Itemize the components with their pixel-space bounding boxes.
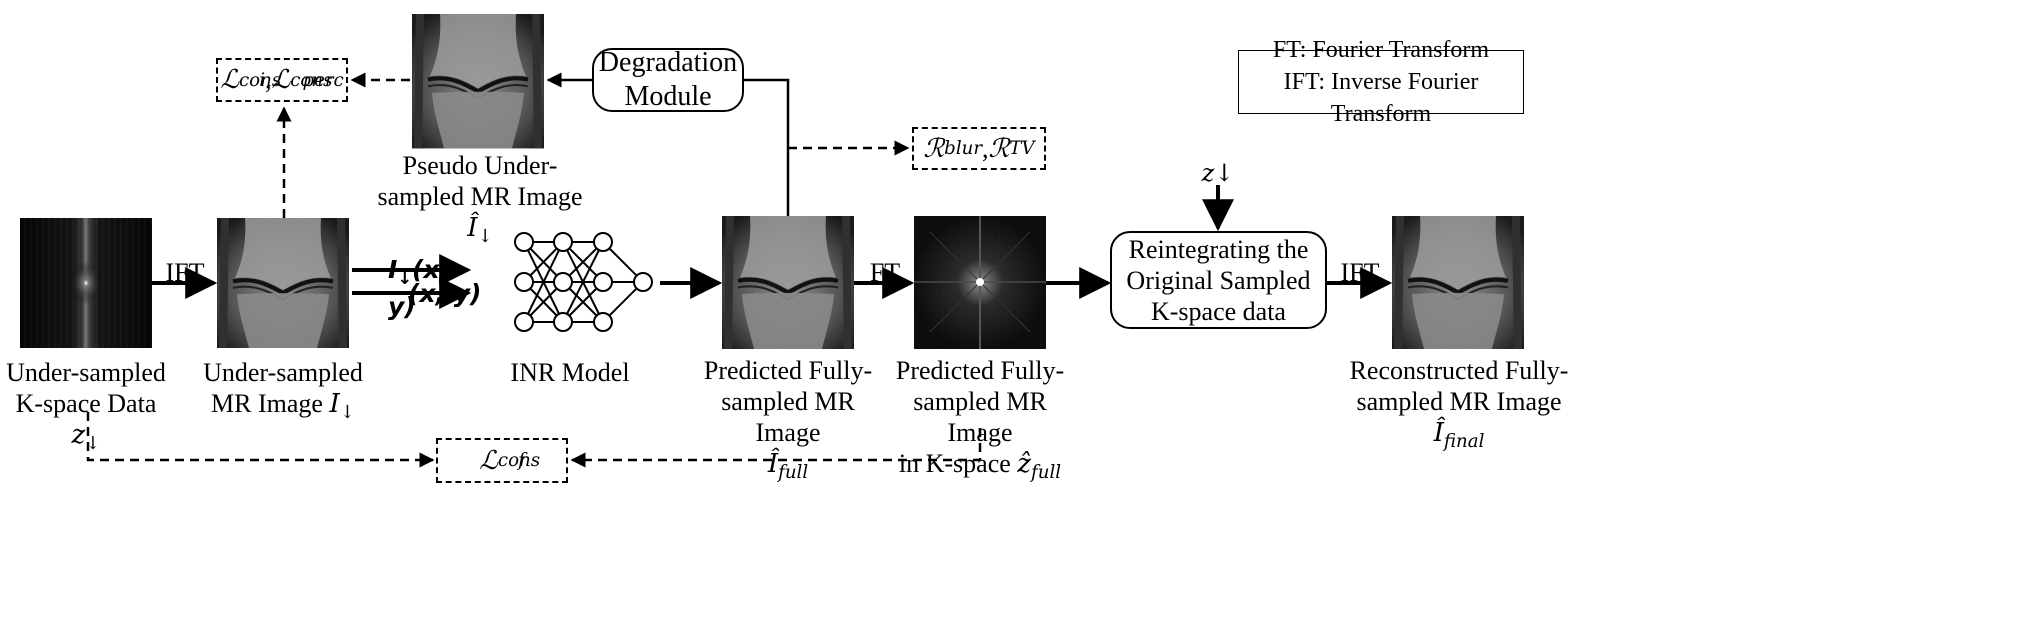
network-node	[633, 272, 653, 292]
reconstructed-final-mr-image	[1392, 216, 1524, 349]
network-edge	[523, 241, 564, 323]
kspace-undersampled-image	[20, 218, 152, 348]
network-node	[553, 232, 573, 252]
label-z-down-input: z↓	[1201, 159, 1235, 187]
dashed-predk-to-lossf	[570, 428, 982, 468]
caption-mr-under: Under-sampled MR Image I↓	[203, 358, 363, 424]
solid-arrows	[152, 72, 1393, 309]
caption-kspace: Under-sampled K-space Data z↓	[6, 358, 166, 455]
inr-network-icon	[514, 232, 653, 332]
predicted-kspace-image	[914, 216, 1046, 349]
label-ift-1: IFT	[165, 258, 205, 287]
network-node	[593, 232, 613, 252]
caption-inr-model: INR Model	[510, 358, 630, 387]
label-ift-2: IFT	[1340, 258, 1380, 287]
network-node	[514, 272, 534, 292]
pseudo-undersampled-mr-image	[412, 14, 544, 148]
network-node	[514, 312, 534, 332]
undersampled-mr-image	[217, 218, 349, 348]
caption-pred-full: Predicted Fully- sampled MR Image Îfull	[703, 356, 873, 484]
arrow-to-degradation	[744, 78, 790, 216]
predicted-full-mr-image	[722, 216, 854, 349]
reintegrate-box: Reintegrating the Original Sampled K-spa…	[1110, 231, 1327, 329]
network-node	[593, 272, 613, 292]
legend-box: FT: Fourier Transform IFT: Inverse Fouri…	[1238, 37, 1524, 127]
network-node	[553, 272, 573, 292]
network-edge	[562, 241, 604, 323]
dashed-kspace-to-lossf	[86, 412, 435, 468]
network-node	[593, 312, 613, 332]
label-ft: FT	[869, 258, 901, 287]
legend-ft: FT: Fourier Transform	[1272, 37, 1490, 63]
input-xy: (x, y)	[408, 279, 482, 308]
caption-reconstructed: Reconstructed Fully- sampled MR Image Îf…	[1349, 356, 1569, 453]
dashed-arrows	[86, 72, 982, 468]
caption-pred-kspace: Predicted Fully- sampled MR Image in K-s…	[895, 356, 1065, 484]
network-node	[514, 232, 534, 252]
input-i-xy: I↓(x, y)	[388, 255, 450, 321]
network-node	[553, 312, 573, 332]
degradation-module-box: Degradation Module	[592, 47, 744, 112]
legend-ift: IFT: Inverse Fourier Transform	[1283, 69, 1479, 127]
caption-pseudo: Pseudo Under- sampled MR Image Î↓	[377, 151, 583, 248]
